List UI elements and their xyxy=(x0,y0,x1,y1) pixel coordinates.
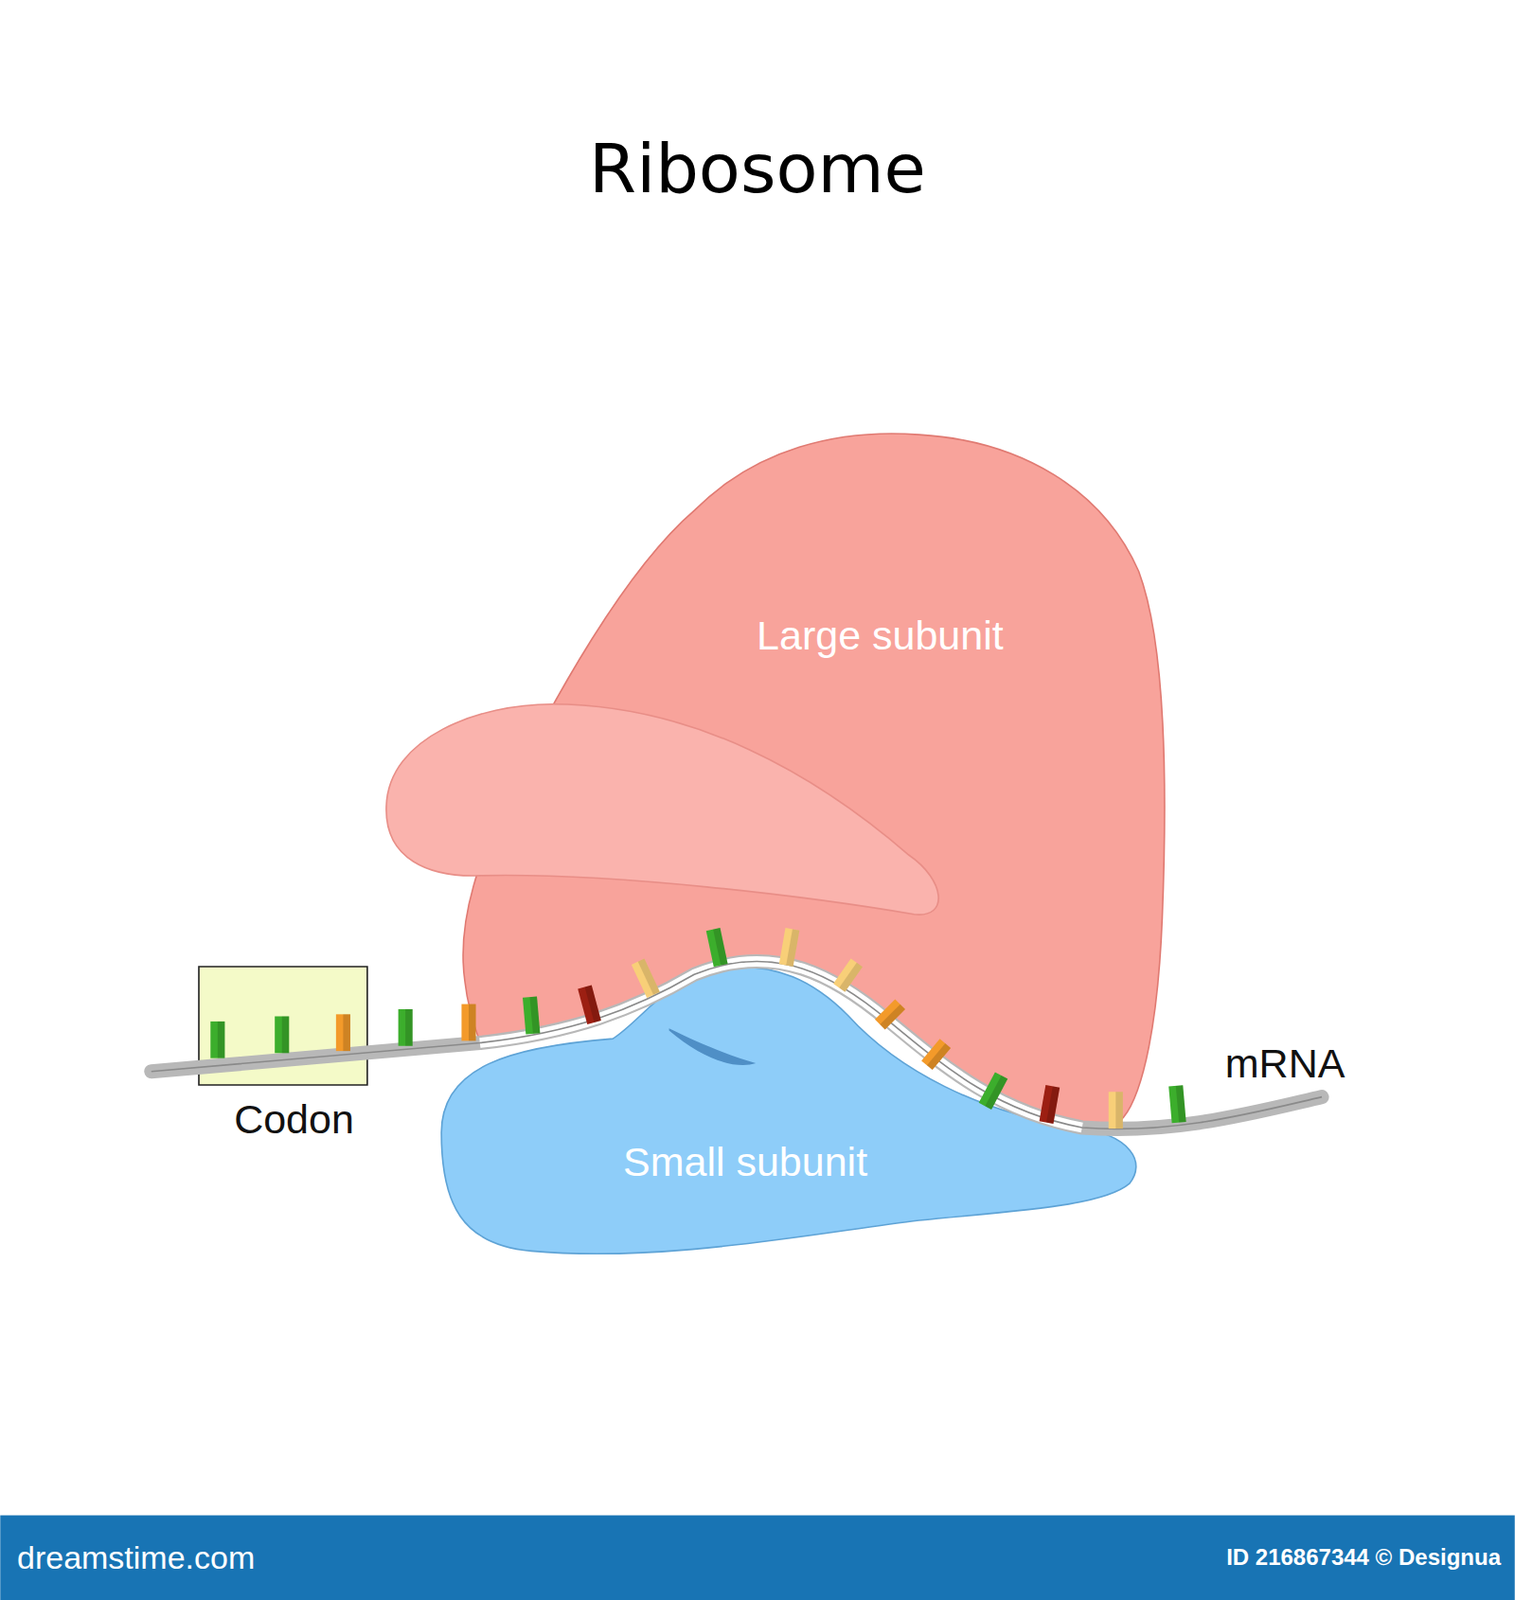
footer-bar xyxy=(0,1515,1515,1600)
shape-path xyxy=(385,704,938,915)
watermark-site: dreamstime.com xyxy=(17,1539,255,1577)
title: Ribosome xyxy=(588,128,927,209)
shape-label: Large subunit xyxy=(756,611,1004,659)
shape-path xyxy=(668,1029,756,1067)
watermark-id: ID 216867344 © Designua xyxy=(1226,1544,1501,1571)
mrna-label: mRNA xyxy=(1225,1040,1346,1088)
shape-label: Small subunit xyxy=(623,1138,868,1185)
shape-path xyxy=(441,967,1137,1255)
shape-label: Codon xyxy=(233,1095,355,1142)
shape-path xyxy=(198,966,368,1086)
